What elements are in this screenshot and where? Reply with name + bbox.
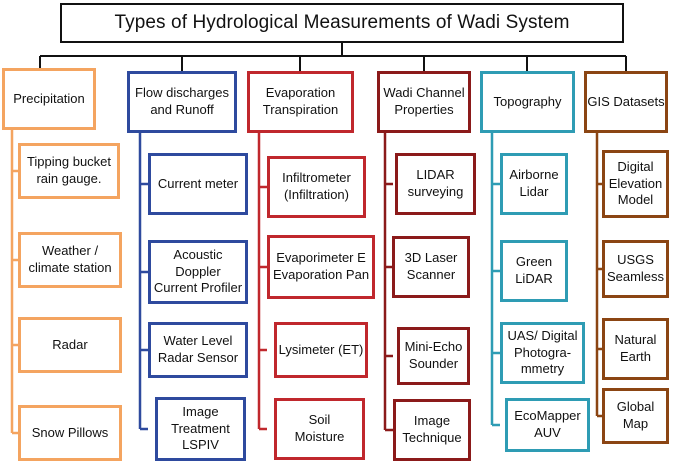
- channel-item-1: LIDAR surveying: [395, 153, 476, 215]
- flow-item-2: Acoustic Doppler Current Profiler: [148, 240, 248, 304]
- evaporation-item-4: Soil Moisture: [274, 398, 365, 460]
- gis-item-3: Natural Earth: [602, 318, 669, 380]
- category-flow-discharges: Flow discharges and Runoff: [127, 71, 237, 133]
- gis-item-2: USGS Seamless: [602, 240, 669, 298]
- category-precipitation: Precipitation: [2, 68, 96, 130]
- precipitation-item-1: Tipping bucket rain gauge.: [18, 143, 120, 199]
- gis-item-1: Digital Elevation Model: [602, 150, 669, 218]
- category-gis-datasets: GIS Datasets: [584, 71, 668, 133]
- category-wadi-channel: Wadi Channel Properties: [377, 71, 471, 133]
- channel-item-4: Image Technique: [393, 399, 471, 461]
- flow-item-4: Image Treatment LSPIV: [155, 397, 246, 461]
- topography-item-1: Airborne Lidar: [500, 153, 568, 215]
- diagram-title: Types of Hydrological Measurements of Wa…: [60, 3, 624, 43]
- channel-item-3: 3D Laser Scanner: [392, 236, 470, 298]
- category-evaporation: Evaporation Transpiration: [247, 71, 354, 133]
- channel-item-2: Mini-Echo Sounder: [397, 327, 470, 385]
- precipitation-item-4: Snow Pillows: [18, 405, 122, 461]
- flow-item-3: Water Level Radar Sensor: [148, 322, 248, 378]
- category-topography: Topography: [480, 71, 575, 133]
- topography-item-2: Green LiDAR: [500, 240, 568, 302]
- evaporation-item-1: Infiltrometer (Infiltration): [267, 156, 366, 218]
- precipitation-item-2: Weather / climate station: [18, 232, 122, 288]
- flow-item-1: Current meter: [148, 153, 248, 215]
- evaporation-item-2: Evaporimeter E Evaporation Pan: [267, 235, 375, 299]
- topography-item-3: UAS/ Digital Photogra- mmetry: [500, 322, 585, 384]
- precipitation-item-3: Radar: [18, 317, 122, 373]
- evaporation-item-3: Lysimeter (ET): [274, 322, 368, 378]
- gis-item-4: Global Map: [602, 388, 669, 444]
- topography-item-4: EcoMapper AUV: [505, 398, 590, 452]
